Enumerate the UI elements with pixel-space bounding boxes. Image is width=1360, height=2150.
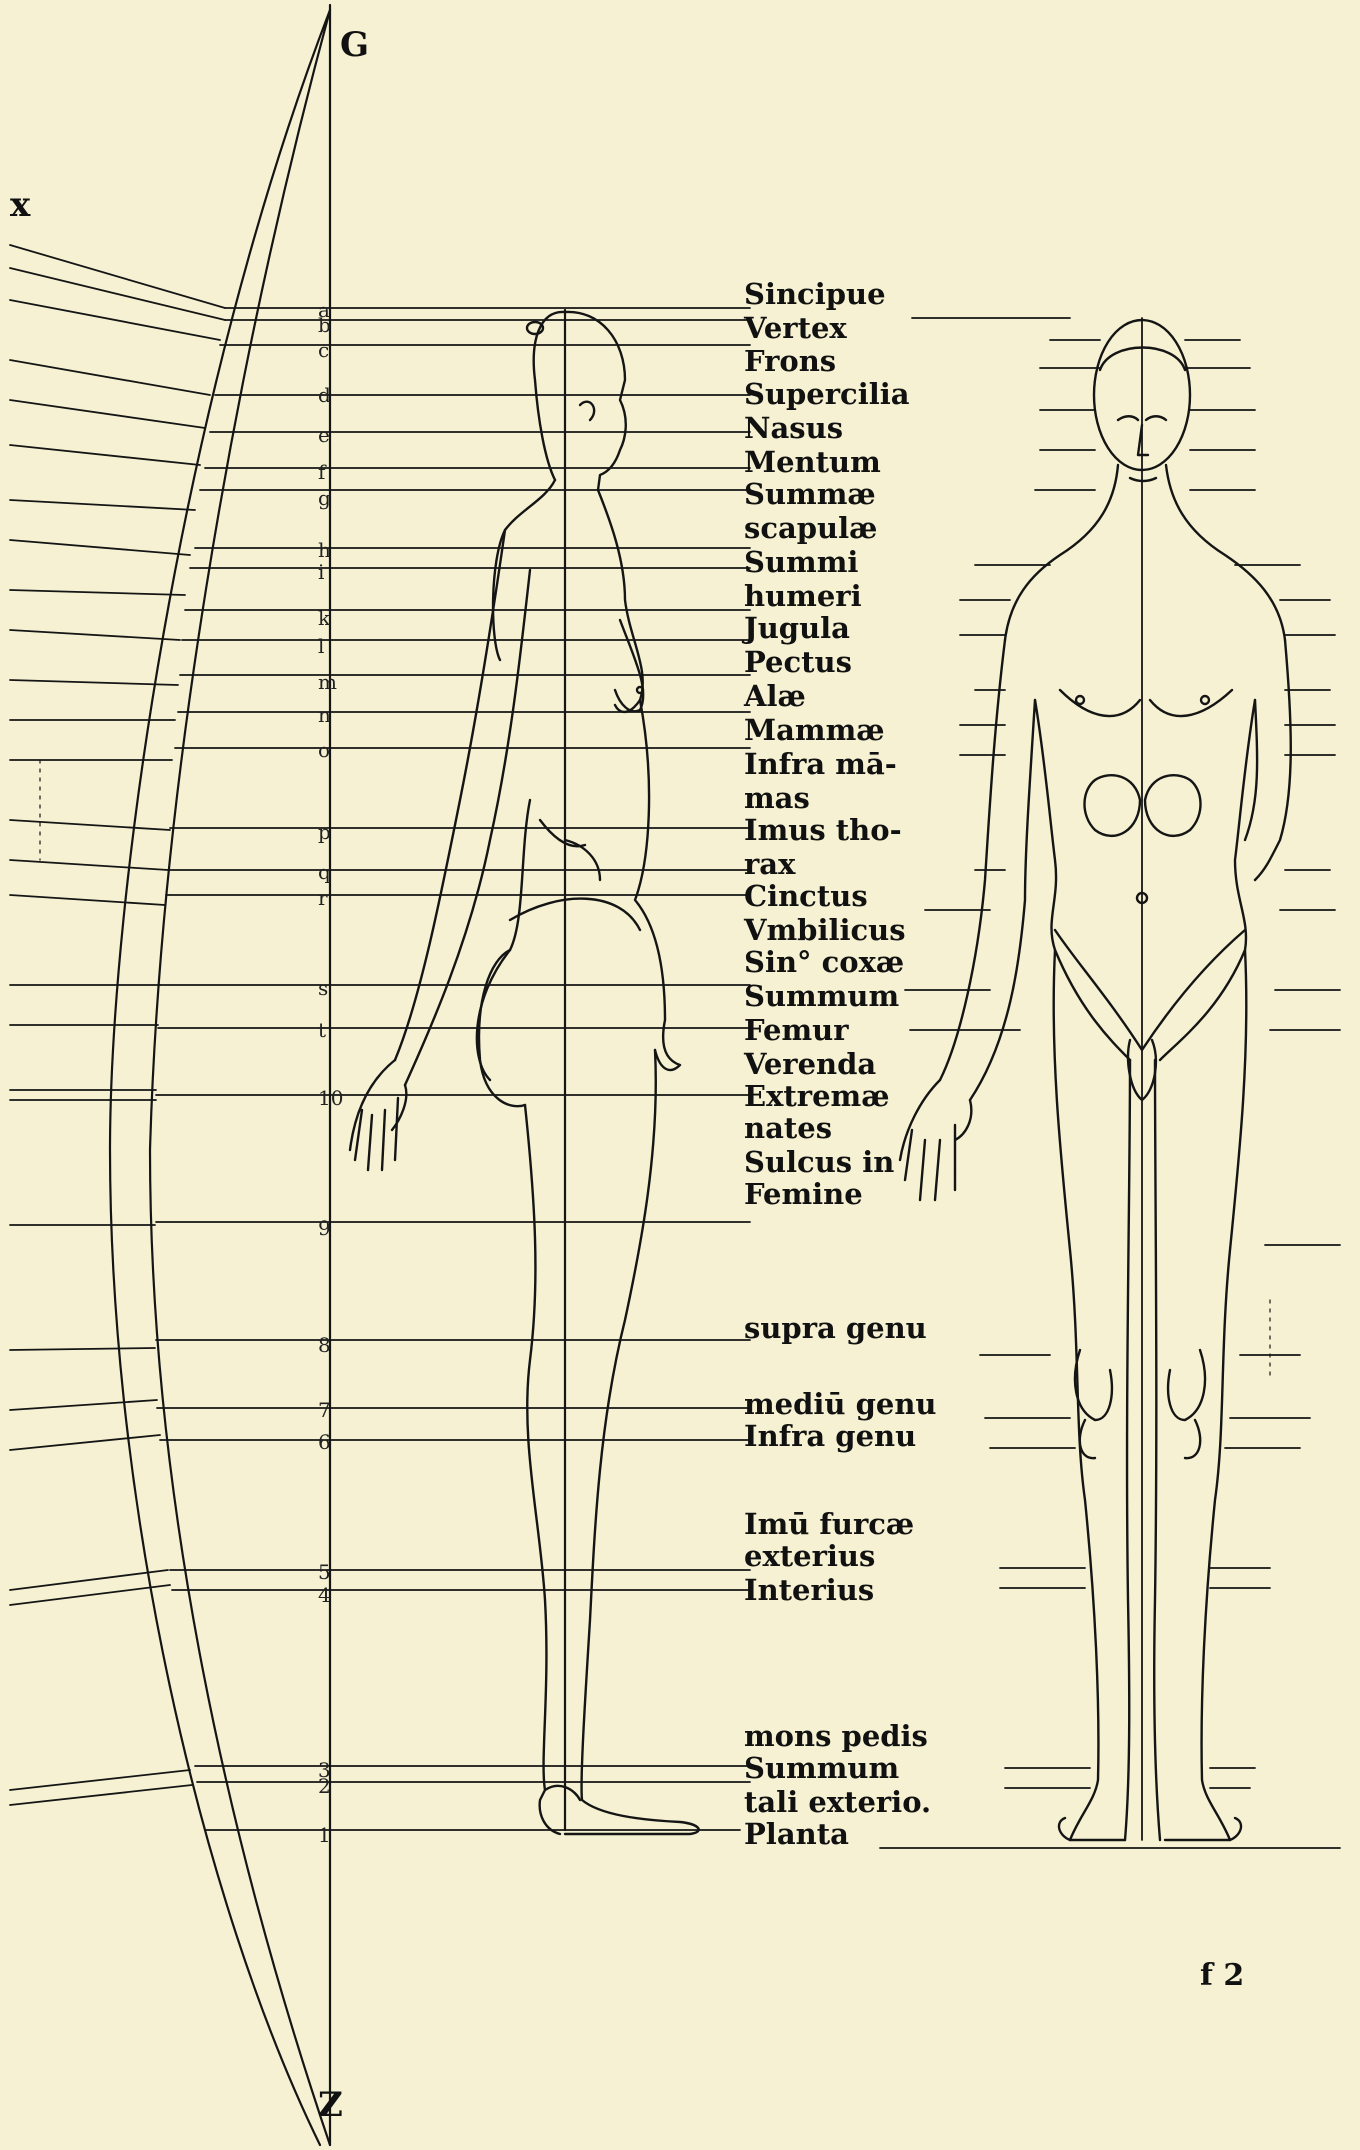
anatomical-label: Summum — [744, 980, 899, 1012]
anatomical-label: Imus tho- — [744, 814, 902, 846]
anatomical-label: exterius — [744, 1540, 875, 1572]
anatomical-label: Nasus — [744, 412, 843, 444]
scale-marker: o — [318, 740, 330, 760]
scale-marker: 9 — [318, 1218, 331, 1238]
scale-marker: m — [318, 672, 337, 692]
scale-marker: 2 — [318, 1776, 331, 1796]
anatomical-label: Mentum — [744, 446, 881, 478]
axis-letter-bottom: Z — [318, 2085, 343, 2125]
scale-marker: 4 — [318, 1585, 331, 1605]
scale-marker: 6 — [318, 1432, 331, 1452]
folio-mark: f 2 — [1200, 1958, 1244, 1993]
scale-marker: c — [318, 340, 329, 360]
front-figure — [900, 318, 1291, 1840]
anatomical-label: Frons — [744, 345, 836, 377]
side-figure — [350, 312, 699, 1834]
anatomical-label: Verenda — [744, 1048, 876, 1080]
arc-inner — [150, 10, 330, 2145]
scale-marker: p — [318, 822, 331, 842]
scale-marker: n — [318, 705, 331, 725]
scale-marker: s — [318, 978, 328, 998]
axis-letter-top: G — [340, 25, 369, 65]
anatomical-label: Cinctus — [744, 880, 868, 912]
anatomical-label: Vmbilicus — [744, 914, 906, 946]
anatomical-label: Infra genu — [744, 1420, 916, 1452]
anatomical-label: Summæ — [744, 478, 876, 510]
anatomical-label: Imū furcæ — [744, 1508, 914, 1540]
anatomical-label: Sincipue — [744, 278, 886, 310]
anatomical-label: mas — [744, 782, 810, 814]
scale-marker: 1 — [318, 1825, 331, 1845]
anatomical-label: Interius — [744, 1574, 874, 1606]
anatomical-label: Extremæ — [744, 1080, 889, 1112]
scale-marker: 10 — [318, 1088, 343, 1108]
anatomical-label: Vertex — [744, 312, 847, 344]
scale-marker: d — [318, 385, 331, 405]
anatomical-label: Femur — [744, 1014, 849, 1046]
scale-marker: h — [318, 540, 331, 560]
scale-marker: f — [318, 462, 325, 482]
anatomical-label: rax — [744, 848, 795, 880]
corner-letter-top-left: x — [10, 185, 30, 225]
anatomical-label: Alæ — [744, 680, 806, 712]
scale-marker: 8 — [318, 1335, 331, 1355]
scale-marker: i — [318, 562, 324, 582]
anatomical-label: Supercilia — [744, 378, 910, 410]
scale-marker: 5 — [318, 1562, 331, 1582]
anatomical-label: Sin° coxæ — [744, 946, 904, 978]
anatomical-label: Pectus — [744, 646, 852, 678]
scale-marker: k — [318, 608, 330, 628]
anatomical-label: Jugula — [744, 612, 850, 644]
anatomical-label: Summum — [744, 1752, 899, 1784]
anatomical-label: Infra mā- — [744, 748, 897, 780]
anatomical-label: mons pedis — [744, 1720, 928, 1752]
anatomical-label: Mammæ — [744, 714, 885, 746]
scale-marker: q — [318, 862, 331, 882]
anatomical-label: Planta — [744, 1818, 849, 1850]
anatomical-label: tali exterio. — [744, 1786, 931, 1818]
scale-marker: r — [318, 888, 328, 908]
scale-marker: 7 — [318, 1400, 331, 1420]
anatomical-label: nates — [744, 1112, 832, 1144]
anatomical-label: mediū genu — [744, 1388, 937, 1420]
anatomical-label: Summi — [744, 546, 858, 578]
anatomical-label: supra genu — [744, 1312, 927, 1344]
scale-marker: b — [318, 315, 331, 335]
scale-marker: g — [318, 488, 331, 508]
front-guide-lines — [880, 318, 1340, 1848]
anatomical-label: scapulæ — [744, 512, 877, 544]
side-guide-lines — [156, 308, 750, 1830]
anatomical-label: humeri — [744, 580, 862, 612]
scale-marker: e — [318, 425, 330, 445]
scale-marker: l — [318, 636, 324, 656]
anatomical-label: Sulcus in — [744, 1146, 894, 1178]
anatomical-label: Femine — [744, 1178, 863, 1210]
scale-marker: t — [318, 1020, 326, 1040]
arc-outer — [110, 10, 330, 2145]
